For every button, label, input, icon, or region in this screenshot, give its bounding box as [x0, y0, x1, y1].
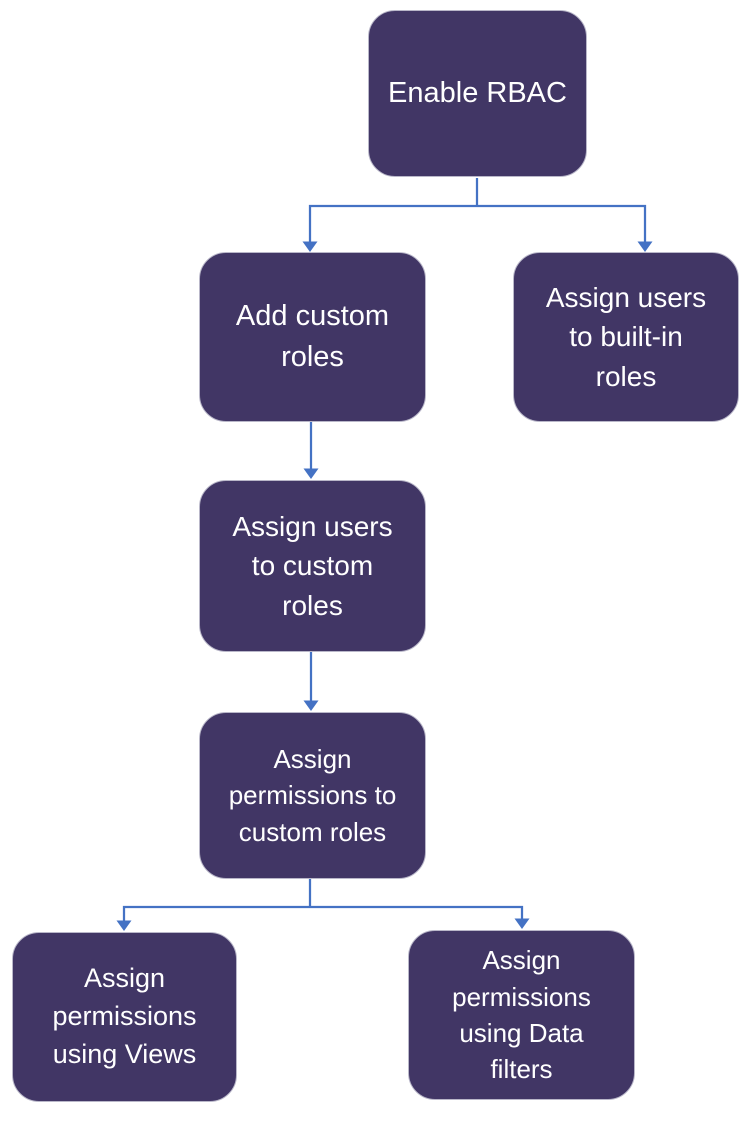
- node-add-custom-roles: Add custom roles: [199, 252, 426, 422]
- arrowhead-to-users-builtin-icon: [637, 241, 653, 252]
- node-add-custom-roles-label: Add custom roles: [235, 300, 390, 373]
- node-assign-permissions-views-label: Assign permissions using Views: [52, 963, 197, 1069]
- node-assign-users-custom-label: Assign users to custom roles: [232, 511, 393, 621]
- edge-enable-branch: [308, 204, 647, 242]
- node-assign-users-custom: Assign users to custom roles: [199, 480, 426, 652]
- node-assign-users-built-in-label: Assign users to built-in roles: [545, 282, 707, 392]
- node-assign-permissions-filters: Assign permissions using Data filters: [408, 930, 635, 1100]
- arrowhead-to-perms-views-icon: [116, 920, 132, 931]
- node-enable-rbac-label: Enable RBAC: [388, 77, 567, 110]
- arrowhead-to-perms-custom-icon: [303, 700, 319, 711]
- node-assign-permissions-custom-label: Assign permissions to custom roles: [228, 743, 397, 847]
- arrowhead-to-add-custom-icon: [302, 241, 318, 252]
- node-enable-rbac: Enable RBAC: [368, 10, 587, 177]
- node-assign-permissions-filters-label: Assign permissions using Data filters: [452, 945, 591, 1085]
- node-assign-permissions-views: Assign permissions using Views: [12, 932, 237, 1102]
- node-assign-users-built-in: Assign users to built-in roles: [513, 252, 739, 422]
- arrowhead-to-perms-filters-icon: [514, 918, 530, 929]
- edge-perms-branch: [122, 905, 524, 921]
- arrowhead-to-users-custom-icon: [303, 468, 319, 479]
- node-assign-permissions-custom: Assign permissions to custom roles: [199, 712, 426, 879]
